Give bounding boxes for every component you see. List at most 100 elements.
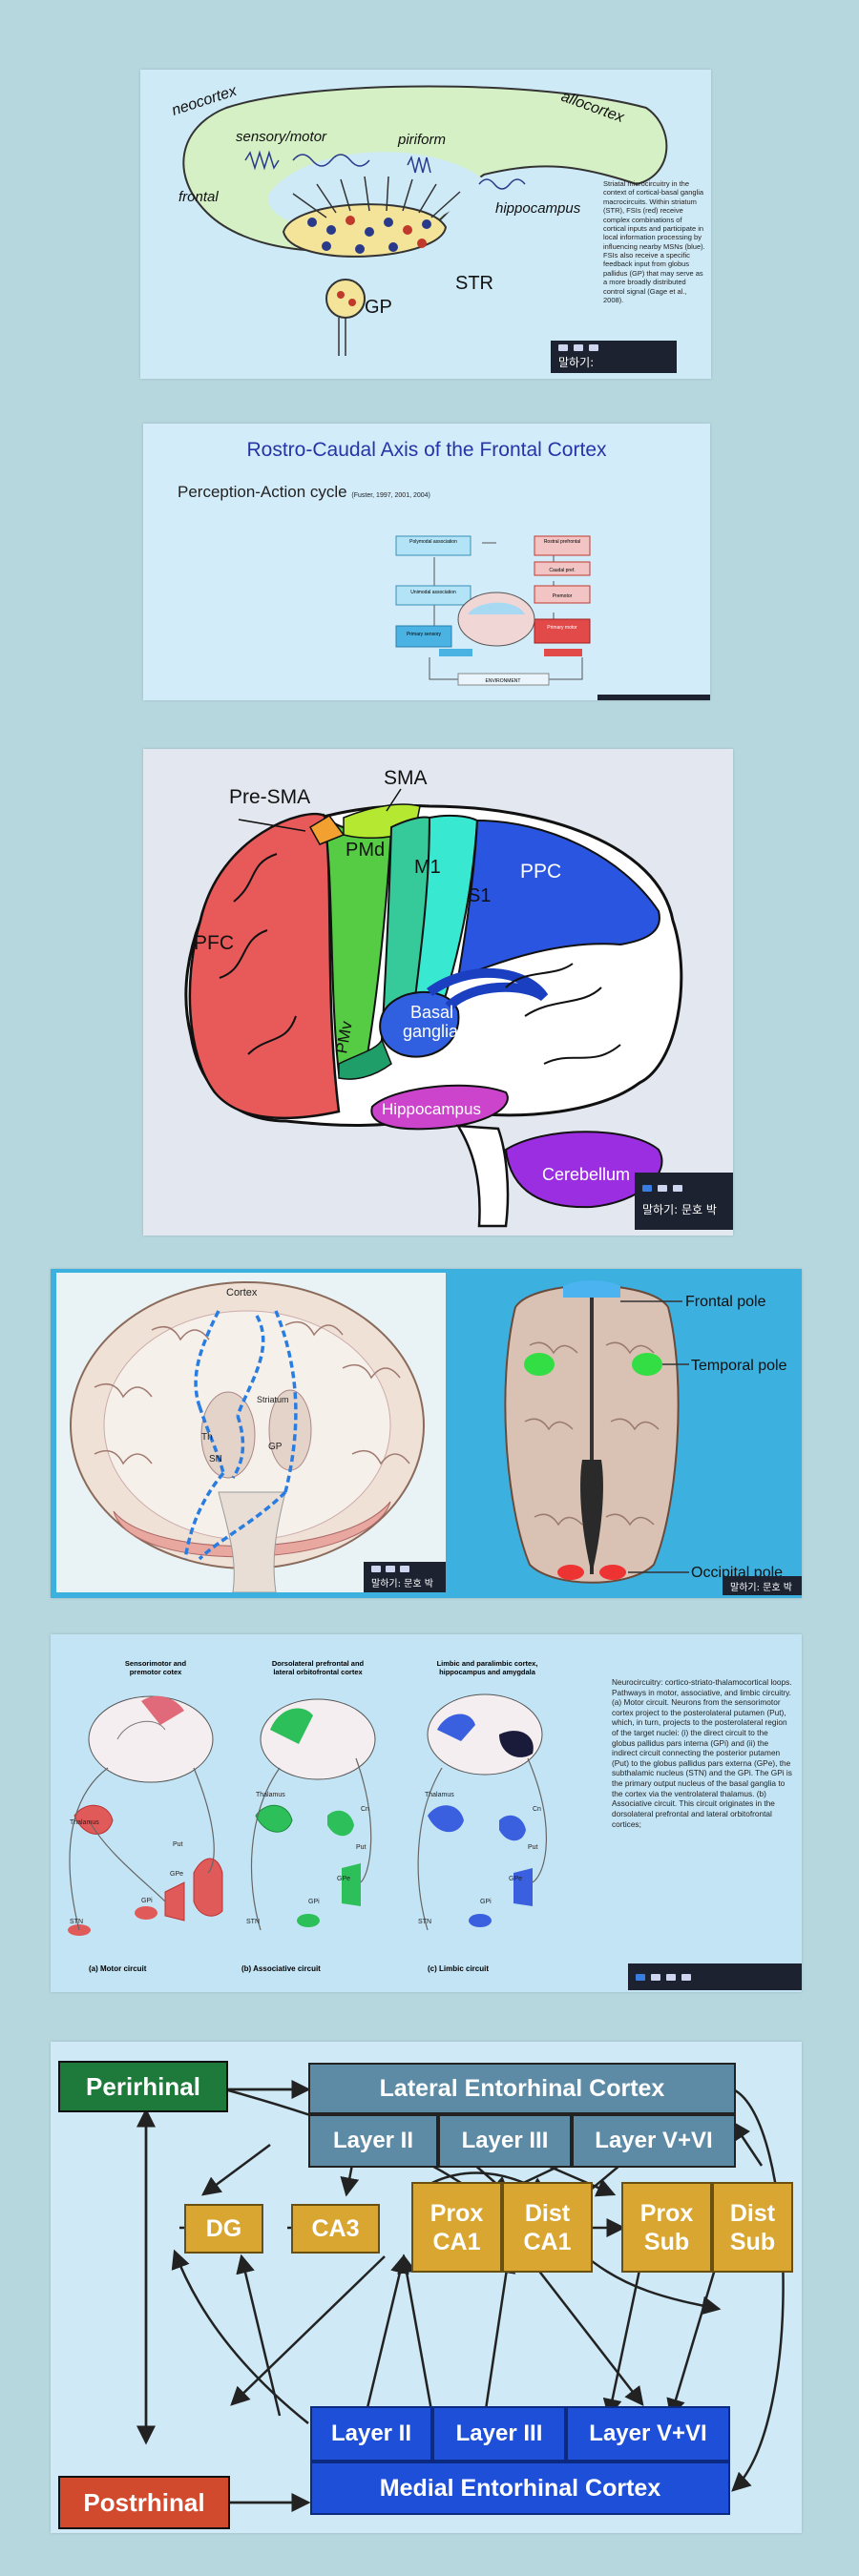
slide2-subtitle: Perception-Action cycle (Fuster, 1997, 2… (178, 483, 430, 502)
ca3-box: CA3 (291, 2204, 380, 2254)
previous-icon[interactable] (636, 1973, 645, 1981)
panel-title-c: Limbic and paralimbic cortex, hippocampu… (436, 1659, 538, 1676)
view-icon[interactable] (589, 343, 598, 351)
previous-icon[interactable] (642, 1185, 652, 1192)
lec-layer-iii-box: Layer III (438, 2114, 572, 2168)
label-thalamus-b: Thalamus (256, 1792, 285, 1798)
label-put-b: Put (356, 1844, 367, 1851)
label-piriform: piriform (397, 132, 446, 148)
panel-associative-circuit (250, 1698, 376, 1931)
label-pfc: PFC (194, 932, 234, 954)
box-primary-motor: Primary motor (547, 625, 577, 631)
panel-caption-c: (c) Limbic circuit (428, 1964, 490, 1973)
ppc-region (456, 819, 660, 980)
previous-icon[interactable] (558, 343, 568, 351)
postrhinal-box: Postrhinal (58, 2476, 230, 2529)
slide-brain-areas: Pre-SMA SMA PMd M1 S1 PPC PFC PMv Basal … (143, 749, 733, 1236)
label-hippocampus: Hippocampus (382, 1100, 481, 1118)
slide1-caption: Striatal microcircuitry in the context o… (603, 179, 705, 304)
toolbar-speaker-label: 말하기: (558, 355, 595, 369)
panel-caption-a: (a) Motor circuit (89, 1964, 147, 1973)
label-cn-c: Cn (533, 1806, 541, 1813)
lateral-brain-diagram: Pre-SMA SMA PMd M1 S1 PPC PFC PMv Basal … (184, 767, 683, 1228)
slide-toolbar[interactable]: 말하기: 문호 박 (635, 1173, 733, 1230)
label-th: Th (201, 1432, 213, 1443)
mec-layer-iii-box: Layer III (432, 2406, 566, 2462)
label-cortex: Cortex (226, 1287, 258, 1298)
label-cn-b: Cn (361, 1806, 369, 1813)
previous-icon[interactable] (371, 1565, 381, 1572)
box-unimodal: Unimodal association (410, 590, 456, 595)
label-gpi-a: GPi (141, 1898, 153, 1904)
perception-action-diagram: Polymodal association Unimodal associati… (395, 535, 591, 686)
dist-sub-box: Dist Sub (712, 2182, 793, 2273)
slide5-caption: Neurocircuitry: cortico-striato-thalamoc… (612, 1677, 792, 1829)
slide2-title: Rostro-Caudal Axis of the Frontal Cortex (246, 439, 607, 461)
box-environment: ENVIRONMENT (486, 678, 521, 684)
label-basal-ganglia-1: Basal (410, 1003, 453, 1022)
prox-ca1-box: Prox CA1 (411, 2182, 502, 2273)
subtitle-text: Perception-Action cycle (178, 483, 347, 501)
label-thalamus-a: Thalamus (70, 1819, 99, 1826)
label-gpe-a: GPe (170, 1871, 183, 1878)
coronal-brain-diagram: Cortex Striatum Th SN GP (70, 1281, 425, 1593)
label-put-c: Put (528, 1844, 538, 1851)
box-primary-sensory: Primary sensory (407, 632, 442, 637)
label-frontal: frontal (178, 189, 219, 205)
label-sma: SMA (384, 767, 428, 789)
cortex-striatum-diagram: neocortex allocortex sensory/motor pirif… (170, 83, 668, 356)
label-gpi-b: GPi (308, 1899, 320, 1905)
label-basal-ganglia-2: ganglia (403, 1022, 459, 1041)
striatum-neurons (307, 216, 431, 254)
box-premotor: Premotor (553, 593, 573, 599)
panel-title-b: Dorsolateral prefrontal and lateral orbi… (271, 1659, 365, 1676)
label-frontal-pole: Frontal pole (685, 1294, 766, 1310)
panel-title-a: Sensorimotor and premotor cotex (124, 1659, 187, 1676)
perirhinal-box: Perirhinal (58, 2061, 228, 2112)
globus-pallidus-shape (325, 279, 366, 319)
pfc-region (188, 812, 341, 1120)
label-gp: GP (268, 1442, 283, 1452)
slide-toolbar[interactable]: 말하기: (551, 341, 677, 373)
citation: (Fuster, 1997, 2001, 2004) (351, 492, 430, 499)
slide-neurocircuitry: Thalamus Put GPe GPi STN Thalamus Cn Put… (51, 1634, 802, 1992)
box-caudal-pref: Caudal pref. (549, 568, 575, 573)
grid-icon[interactable] (658, 1185, 667, 1192)
lec-layer-ii-box: Layer II (308, 2114, 438, 2168)
panel-caption-b: (b) Associative circuit (241, 1964, 321, 1973)
pmv-region (338, 1038, 392, 1080)
occipital-pole-left-marker (557, 1565, 584, 1580)
grid-icon[interactable] (574, 343, 583, 351)
label-stn-c: STN (418, 1919, 431, 1925)
view-icon[interactable] (400, 1565, 409, 1572)
label-thalamus-c: Thalamus (425, 1792, 454, 1798)
slide-toolbar-left[interactable]: 말하기: 문호 박 (364, 1562, 446, 1592)
panel-limbic-circuit (417, 1693, 548, 1931)
grid-icon[interactable] (386, 1565, 395, 1572)
basal-ganglia-shape (379, 991, 460, 1058)
box-rostral-prefrontal: Rostral prefrontal (544, 539, 580, 545)
next-icon[interactable] (681, 1973, 691, 1981)
label-pmd: PMd (346, 840, 385, 861)
slide-toolbar[interactable] (628, 1963, 802, 1990)
coronal-panel: Cortex Striatum Th SN GP 말하기: 문호 박 (56, 1273, 446, 1593)
view-icon[interactable] (673, 1185, 682, 1192)
slide-toolbar-right[interactable]: 말하기: 문호 박 (723, 1576, 802, 1595)
occipital-pole-right-marker (599, 1565, 626, 1580)
panel-motor-circuit (68, 1695, 223, 1936)
view-icon[interactable] (666, 1973, 676, 1981)
lateral-entorhinal-box: Lateral Entorhinal Cortex (308, 2063, 736, 2114)
cortical-input-arrows (292, 176, 461, 218)
lec-layer-v-vi-box: Layer V+VI (572, 2114, 736, 2168)
grid-icon[interactable] (651, 1973, 660, 1981)
dg-box: DG (184, 2204, 263, 2254)
circuit-arrows (183, 1310, 298, 1561)
label-gpe-b: GPe (337, 1876, 350, 1882)
mec-layer-v-vi-box: Layer V+VI (566, 2406, 730, 2462)
toolbar-speaker-label: 말하기: 문호 박 (642, 1203, 717, 1216)
slide-coronal-and-poles: Cortex Striatum Th SN GP 말하기: 문호 박 Front… (51, 1269, 802, 1598)
ventral-brain-diagram: Frontal pole Temporal pole Occipital pol… (504, 1280, 787, 1584)
temporal-pole-right-marker (632, 1353, 662, 1376)
slide-basal-ganglia-circuit: neocortex allocortex sensory/motor pirif… (140, 70, 711, 379)
mec-layer-ii-box: Layer II (310, 2406, 432, 2462)
